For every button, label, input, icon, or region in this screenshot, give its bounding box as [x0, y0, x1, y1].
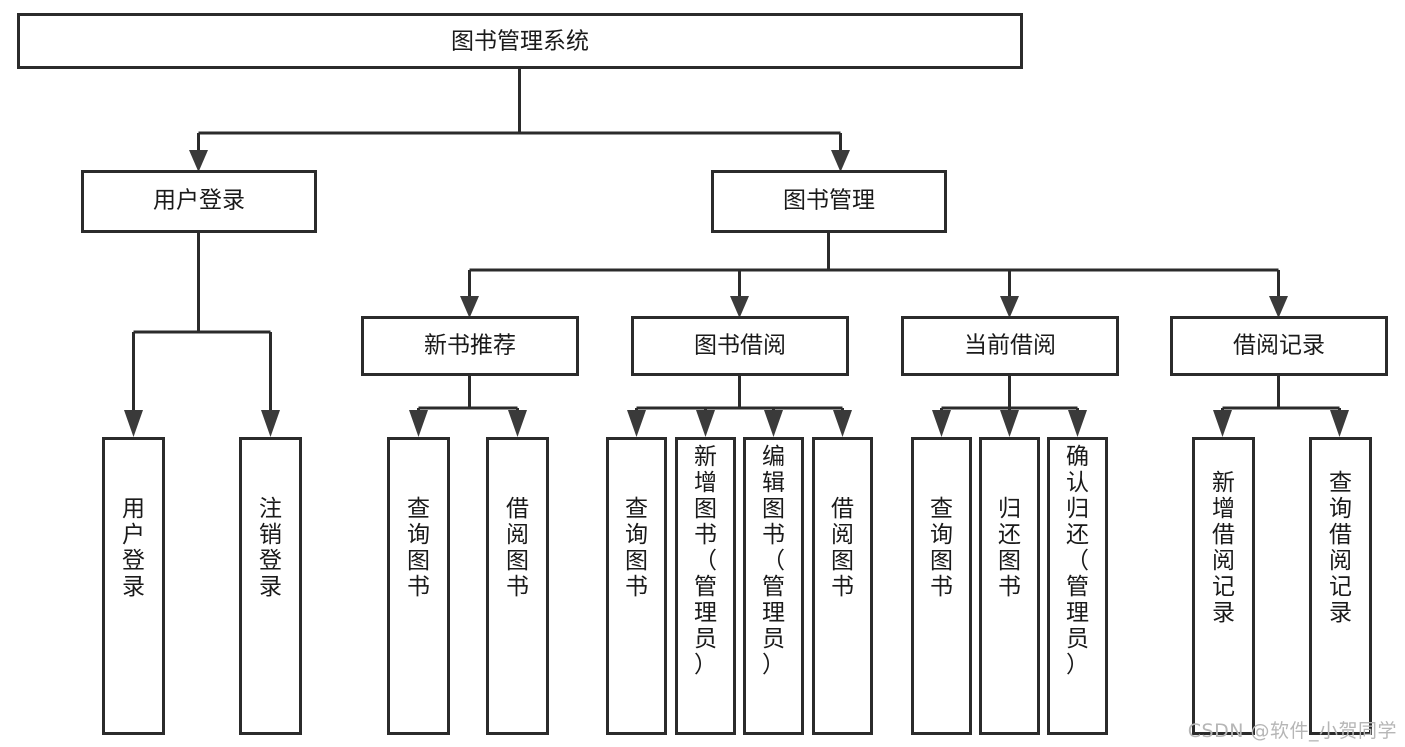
- node-leaf-borrow-book-2-label: 借阅图书: [831, 496, 854, 600]
- node-book-manage[interactable]: 图书管理: [711, 170, 947, 233]
- node-leaf-query-record[interactable]: 查询借阅记录: [1309, 437, 1372, 735]
- arrow-icon-user-login: [189, 150, 208, 172]
- arrow-icon-leaf-query-book-3: [932, 410, 951, 437]
- node-leaf-query-record-label: 查询借阅记录: [1329, 470, 1352, 626]
- arrow-icon-leaf-logout: [261, 410, 280, 437]
- node-root-label: 图书管理系统: [451, 29, 589, 55]
- csdn-watermark: CSDN @软件_小贺同学: [1187, 720, 1397, 742]
- node-leaf-edit-book-label: 编辑图书（管理员）: [762, 444, 785, 678]
- arrow-icon-current-borrow: [1000, 296, 1019, 318]
- node-book-borrow-label: 图书借阅: [694, 333, 786, 359]
- node-leaf-query-book-3-label: 查询图书: [930, 496, 953, 600]
- arrow-icon-leaf-query-record: [1330, 410, 1349, 437]
- node-leaf-query-book-2-label: 查询图书: [625, 496, 648, 600]
- node-leaf-query-book-2[interactable]: 查询图书: [606, 437, 667, 735]
- node-leaf-borrow-book-2[interactable]: 借阅图书: [812, 437, 873, 735]
- node-leaf-return-book-label: 归还图书: [998, 496, 1021, 600]
- node-leaf-query-book-3[interactable]: 查询图书: [911, 437, 972, 735]
- arrowheads-layer: [124, 150, 1349, 437]
- node-root[interactable]: 图书管理系统: [17, 13, 1023, 69]
- node-book-manage-label: 图书管理: [783, 188, 875, 214]
- node-borrow-record-label: 借阅记录: [1233, 333, 1325, 359]
- node-borrow-record[interactable]: 借阅记录: [1170, 316, 1388, 376]
- arrow-icon-leaf-add-book: [696, 410, 715, 437]
- arrow-icon-leaf-borrow-book-1: [508, 410, 527, 437]
- node-current-borrow[interactable]: 当前借阅: [901, 316, 1119, 376]
- node-leaf-query-book-1-label: 查询图书: [407, 496, 430, 600]
- node-leaf-user-login-label: 用户登录: [122, 496, 145, 600]
- arrow-icon-leaf-query-book-2: [627, 410, 646, 437]
- node-leaf-query-book-1[interactable]: 查询图书: [387, 437, 450, 735]
- arrow-icon-new-book-rec: [460, 296, 479, 318]
- node-leaf-user-login[interactable]: 用户登录: [102, 437, 165, 735]
- arrow-icon-leaf-return-book: [1000, 410, 1019, 437]
- arrow-icon-book-borrow: [730, 296, 749, 318]
- node-leaf-add-record-label: 新增借阅记录: [1212, 470, 1235, 626]
- node-leaf-borrow-book-1-label: 借阅图书: [506, 496, 529, 600]
- node-book-borrow[interactable]: 图书借阅: [631, 316, 849, 376]
- arrow-icon-leaf-user-login: [124, 410, 143, 437]
- node-leaf-borrow-book-1[interactable]: 借阅图书: [486, 437, 549, 735]
- arrow-icon-leaf-query-book-1: [409, 410, 428, 437]
- arrow-icon-book-manage: [831, 150, 850, 172]
- arrow-icon-leaf-add-record: [1213, 410, 1232, 437]
- node-leaf-confirm-return[interactable]: 确认归还（管理员）: [1047, 437, 1108, 735]
- node-leaf-return-book[interactable]: 归还图书: [979, 437, 1040, 735]
- node-new-book-rec-label: 新书推荐: [424, 333, 516, 359]
- node-new-book-rec[interactable]: 新书推荐: [361, 316, 579, 376]
- node-user-login[interactable]: 用户登录: [81, 170, 317, 233]
- arrow-icon-leaf-confirm-return: [1068, 410, 1087, 437]
- node-leaf-add-book-label: 新增图书（管理员）: [694, 444, 717, 678]
- node-leaf-edit-book[interactable]: 编辑图书（管理员）: [743, 437, 804, 735]
- node-leaf-confirm-return-label: 确认归还（管理员）: [1066, 444, 1089, 678]
- arrow-icon-leaf-edit-book: [764, 410, 783, 437]
- node-leaf-logout[interactable]: 注销登录: [239, 437, 302, 735]
- node-user-login-label: 用户登录: [153, 188, 245, 214]
- arrow-icon-borrow-record: [1269, 296, 1288, 318]
- node-leaf-add-book[interactable]: 新增图书（管理员）: [675, 437, 736, 735]
- node-leaf-add-record[interactable]: 新增借阅记录: [1192, 437, 1255, 735]
- node-leaf-logout-label: 注销登录: [259, 496, 282, 600]
- node-current-borrow-label: 当前借阅: [964, 333, 1056, 359]
- arrow-icon-leaf-borrow-book-2: [833, 410, 852, 437]
